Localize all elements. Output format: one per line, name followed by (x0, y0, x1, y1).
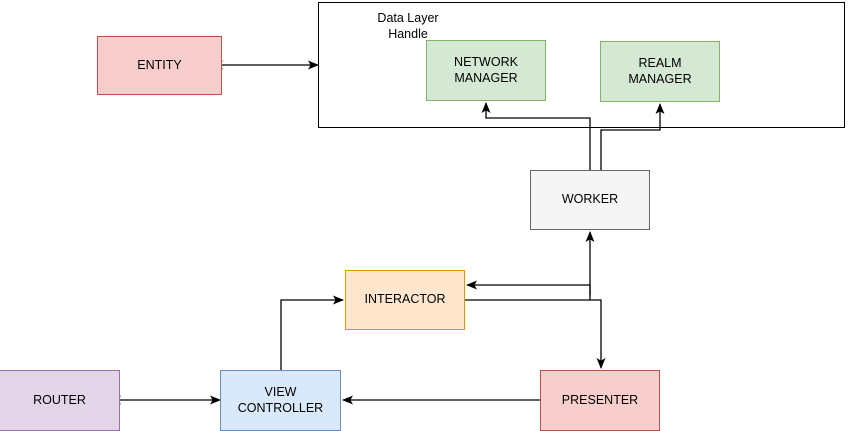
node-entity[interactable]: ENTITY (97, 36, 222, 95)
connector-worker-interactor (466, 280, 591, 295)
node-label-worker: WORKER (561, 192, 619, 207)
node-label-presenter: PRESENTER (561, 392, 639, 407)
node-label-router: ROUTER (33, 392, 86, 407)
data-layer-container-label: Data Layer Handle (377, 11, 439, 42)
connector-viewcontroller-interactor (280, 295, 344, 370)
node-presenter[interactable]: PRESENTER (540, 370, 660, 431)
node-label-interactor: INTERACTOR (364, 292, 446, 307)
node-label-entity: ENTITY (137, 57, 182, 72)
node-worker[interactable]: WORKER (530, 170, 650, 230)
node-interactor[interactable]: INTERACTOR (345, 270, 465, 330)
node-router[interactable]: ROUTER (0, 370, 120, 431)
connector-interactor-presenter (465, 299, 606, 369)
